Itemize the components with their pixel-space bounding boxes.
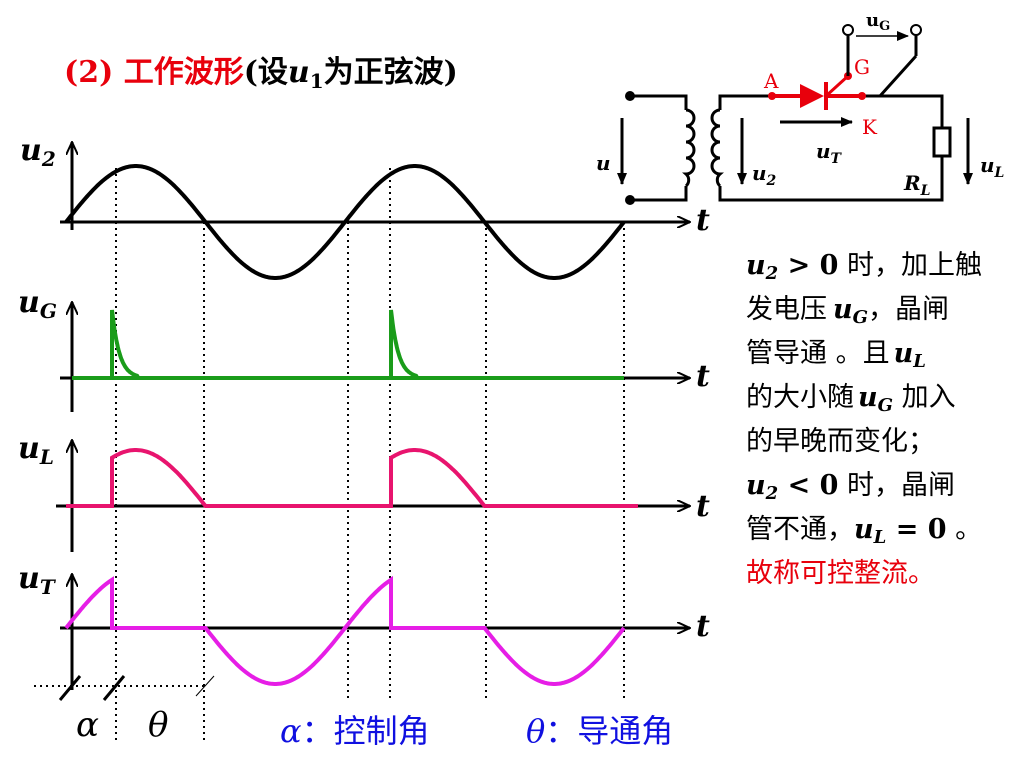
t-label-uG: t (696, 359, 710, 394)
uG-circuit-label: uG (866, 10, 890, 34)
u1-circuit-label: u (596, 151, 611, 175)
RL-label: RL (903, 171, 931, 199)
uG-axes: uG t (18, 285, 710, 412)
uG-pulse-2 (389, 309, 420, 380)
uL-circuit-label: uL (980, 153, 1005, 181)
u2-axis-label: u2 (20, 133, 56, 171)
u2-circuit-label: u2 (752, 161, 777, 189)
desc-line-8: 故称可控整流。 (746, 558, 935, 589)
resistor-RL (932, 126, 952, 158)
t-label-uL: t (696, 489, 710, 524)
primary-coil (682, 108, 696, 188)
uT-axis-label: uT (18, 561, 57, 599)
thyristor-circuit: A G K uG uT u u2 uL RL (596, 10, 1005, 205)
theta-label: θ (148, 705, 168, 745)
uL-axis-label: uL (18, 431, 54, 469)
page-title: (2) 工作波形(设u1为正弦波) (64, 55, 458, 93)
uT-circuit-label: uT (816, 139, 843, 167)
secondary-coil (710, 108, 724, 188)
desc-line-7: 管不通，uL = 0 。 (746, 514, 982, 548)
thyristor-symbol (800, 84, 824, 108)
desc-line-1: u2 > 0 时，加上触 (746, 250, 982, 284)
uL-waveform (66, 448, 638, 508)
anode-label: A (763, 69, 779, 93)
u2-waveform (64, 164, 626, 280)
legend-theta: θ：导通角 (526, 712, 673, 750)
uT-waveform (64, 575, 626, 686)
cathode-label: K (862, 115, 878, 139)
uL-axes: uL t (18, 431, 710, 552)
angle-legend: α：控制角 θ：导通角 (280, 712, 673, 750)
t-label-u2: t (696, 203, 710, 238)
gate-label: G (854, 55, 870, 79)
angle-markers: α θ (34, 675, 215, 745)
t-label-uT: t (696, 609, 710, 644)
uT-axes: uT t (18, 561, 710, 690)
vertical-guides (115, 168, 625, 740)
u2-axes: u2 t (20, 133, 710, 280)
desc-line-6: u2 < 0 时，晶闸 (746, 470, 955, 504)
desc-line-5: 的早晚而变化； (746, 426, 935, 457)
legend-alpha: α：控制角 (280, 712, 430, 750)
uG-pulse-1 (110, 309, 141, 380)
uG-axis-label: uG (18, 285, 57, 323)
alpha-label: α (76, 705, 99, 745)
